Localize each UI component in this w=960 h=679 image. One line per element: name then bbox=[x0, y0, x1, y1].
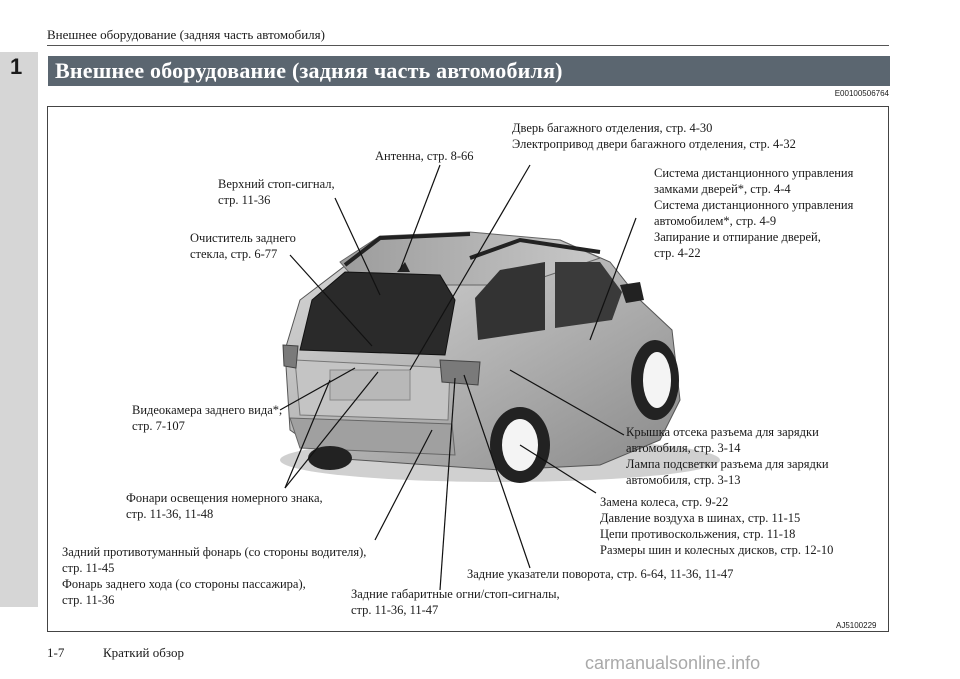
side-window bbox=[555, 262, 622, 328]
chapter-side-tab bbox=[0, 52, 38, 607]
page-title: Внешнее оборудование (задняя часть автом… bbox=[55, 58, 563, 83]
leader-line-brake-light bbox=[334, 197, 381, 296]
watermark: carmanualsonline.info bbox=[585, 653, 761, 673]
leader-line-plate-lamp bbox=[284, 371, 379, 489]
label-antenna: Антенна, стр. 8-66 bbox=[375, 149, 474, 163]
label-tires: Замена колеса, стр. 9-22 Давление воздух… bbox=[600, 495, 834, 557]
page-number: 1-7 bbox=[47, 645, 65, 660]
label-tail-lamps: Задние габаритные огни/стоп-сигналы, стр… bbox=[351, 587, 560, 617]
leader-line-keyless bbox=[589, 217, 637, 341]
leader-line-wiper bbox=[289, 254, 373, 347]
leader-line-tires bbox=[519, 444, 597, 494]
document-code: E00100506764 bbox=[834, 89, 889, 98]
leader-line-tailgate bbox=[409, 164, 531, 371]
label-wiper: Очиститель заднего стекла, стр. 6-77 bbox=[190, 231, 296, 261]
label-brake-light: Верхний стоп-сигнал, стр. 11-36 bbox=[218, 177, 335, 207]
roof-rail bbox=[469, 237, 601, 260]
label-charge-lid: Крышка отсека разъема для зарядки автомо… bbox=[626, 425, 829, 487]
leader-line-charge-lid bbox=[509, 369, 625, 436]
figure-frame bbox=[47, 106, 889, 632]
label-fog-reverse: Задний противотуманный фонарь (со сторон… bbox=[62, 545, 367, 607]
roof-rail bbox=[343, 232, 471, 267]
tail-light bbox=[439, 359, 481, 386]
chapter-number: 1 bbox=[10, 54, 23, 79]
side-window bbox=[475, 262, 545, 340]
label-tailgate: Дверь багажного отделения, стр. 4-30 Эле… bbox=[512, 121, 796, 151]
rear-bumper bbox=[289, 417, 456, 456]
front-wheel-rim bbox=[643, 352, 671, 408]
label-keyless: Система дистанционного управления замкам… bbox=[654, 166, 854, 260]
left-rear-wheel bbox=[308, 446, 352, 470]
side-mirror bbox=[620, 282, 644, 303]
header-rule bbox=[47, 45, 889, 46]
leader-line-antenna bbox=[399, 164, 441, 271]
tail-light bbox=[282, 344, 299, 369]
figure-code: AJ5100229 bbox=[836, 621, 877, 630]
section-name: Краткий обзор bbox=[103, 645, 184, 660]
running-header: Внешнее оборудование (задняя часть автом… bbox=[47, 27, 325, 42]
license-plate-recess bbox=[329, 369, 411, 401]
leader-lines bbox=[279, 164, 637, 591]
leader-line-camera bbox=[279, 367, 356, 411]
leader-line-turn-signal bbox=[463, 374, 531, 569]
rear-window bbox=[299, 271, 456, 356]
label-camera: Видеокамера заднего вида*, стр. 7-107 bbox=[132, 403, 283, 433]
title-banner bbox=[48, 56, 890, 86]
leader-line-tail-lamp bbox=[439, 377, 456, 591]
leader-line-plate-lamp bbox=[284, 379, 331, 489]
leader-line-fog-reverse bbox=[374, 429, 433, 541]
label-turn-signals: Задние указатели поворота, стр. 6-64, 11… bbox=[467, 567, 734, 581]
label-plate-lamps: Фонари освещения номерного знака, стр. 1… bbox=[126, 491, 323, 521]
